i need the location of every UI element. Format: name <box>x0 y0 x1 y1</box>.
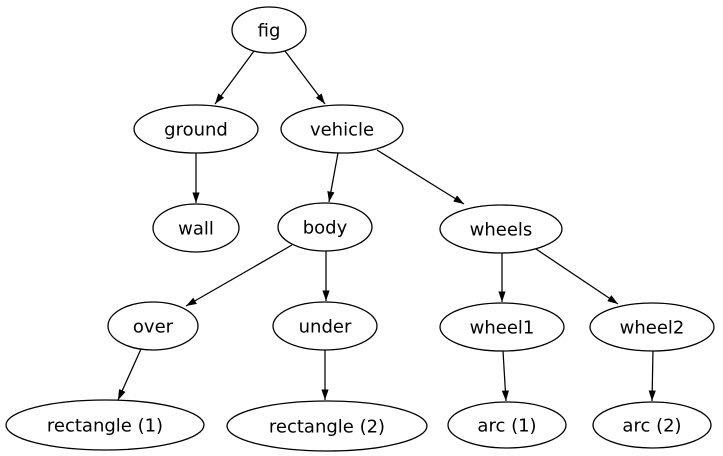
node-wheel2-shape <box>589 302 715 352</box>
edge-wheel1-arc1 <box>501 350 509 402</box>
node-arc2-shape <box>592 401 712 449</box>
edges <box>117 50 656 402</box>
node-over-shape <box>107 301 199 351</box>
edge-vehicle-wheels <box>376 149 465 205</box>
node-vehicle-label: vehicle <box>310 120 374 141</box>
node-under: under <box>272 301 378 351</box>
node-fig: fig <box>231 6 307 54</box>
node-arc1-shape <box>447 401 567 449</box>
node-body: body <box>277 202 373 252</box>
node-vehicle-shape <box>280 104 404 154</box>
node-under-label: under <box>299 317 352 338</box>
node-wall: wall <box>152 203 240 253</box>
node-rectangle1-label: rectangle (1) <box>47 416 163 437</box>
nodes: fig ground vehicle wall body wheels <box>5 6 715 452</box>
edge-fig-ground <box>214 50 255 105</box>
node-rectangle1-shape <box>5 399 205 451</box>
node-wall-label: wall <box>178 219 214 240</box>
edge-wheels-wheel2 <box>535 248 619 305</box>
node-arc1-label: arc (1) <box>477 416 536 437</box>
node-wheels-shape <box>439 204 563 254</box>
node-over: over <box>107 301 199 351</box>
node-vehicle: vehicle <box>280 104 404 154</box>
node-rectangle2-label: rectangle (2) <box>269 417 385 438</box>
node-rectangle2: rectangle (2) <box>226 400 428 452</box>
node-ground-shape <box>133 104 259 154</box>
node-arc2: arc (2) <box>592 401 712 449</box>
node-ground: ground <box>133 104 259 154</box>
node-wheel2-label: wheel2 <box>620 318 685 339</box>
node-wheels: wheels <box>439 204 563 254</box>
node-under-shape <box>272 301 378 351</box>
node-body-shape <box>277 202 373 252</box>
node-wheel1-shape <box>439 302 565 352</box>
node-wheel1-label: wheel1 <box>470 318 535 339</box>
node-arc2-label: arc (2) <box>622 416 681 437</box>
node-wheel2: wheel2 <box>589 302 715 352</box>
node-wheels-label: wheels <box>470 220 533 241</box>
node-body-label: body <box>303 218 348 239</box>
edge-fig-vehicle <box>284 50 326 105</box>
edge-over-rectangle1 <box>117 348 142 401</box>
node-rectangle2-shape <box>226 400 428 452</box>
node-fig-label: fig <box>258 21 281 42</box>
edge-wheel2-arc2 <box>648 350 656 402</box>
node-over-label: over <box>133 317 174 338</box>
node-ground-label: ground <box>164 120 228 141</box>
edge-vehicle-body <box>327 152 339 203</box>
node-wall-shape <box>152 203 240 253</box>
node-arc1: arc (1) <box>447 401 567 449</box>
edge-body-over <box>185 244 293 307</box>
node-wheel1: wheel1 <box>439 302 565 352</box>
node-fig-shape <box>231 6 307 54</box>
node-rectangle1: rectangle (1) <box>5 399 205 451</box>
